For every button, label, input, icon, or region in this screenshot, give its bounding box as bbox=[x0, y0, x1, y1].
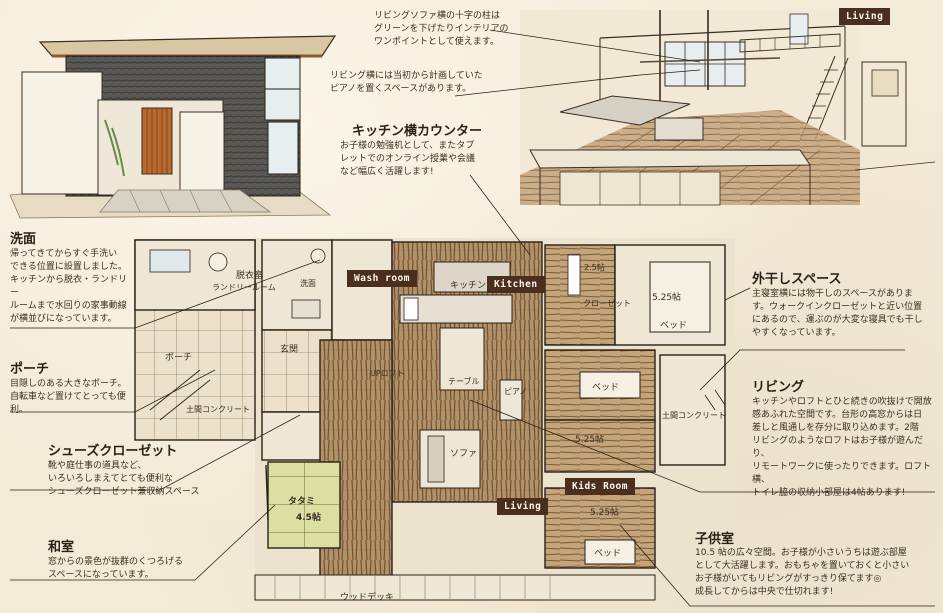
annotation-sotoboshi-desc: 主寝室横には物干しのスペースがありま す。ウォークインクローゼットと近い位置 に… bbox=[752, 289, 923, 338]
plan-label-tatami-size: 4.5帖 bbox=[296, 513, 321, 523]
plan-label-kitchen: キッチン bbox=[450, 281, 487, 291]
plan-label-closet-size: 2.5帖 bbox=[584, 263, 605, 272]
plan-label-porch: ポーチ bbox=[165, 353, 193, 363]
plan-label-bed3: ベッド bbox=[594, 549, 622, 559]
annotation-shoes-closet-title: シューズクローゼット bbox=[48, 444, 178, 459]
annotation-kitchen-counter-desc: お子様の勉強机として、またタブ レットでのオンライン授業や会議 など幅広く活躍し… bbox=[340, 141, 476, 177]
annotation-porch-title: ポーチ bbox=[10, 362, 50, 377]
annotation-kodomo-desc: 10.5 帖の広々空間。お子様が小さいうちは遊ぶ部屋 として大活躍します。おもち… bbox=[695, 548, 910, 597]
plan-label-bed1: ベッド bbox=[660, 321, 688, 331]
annotation-living-title: リビング bbox=[752, 380, 805, 395]
annotation-piano: リビング横には当初から計画していた ピアノを置くスペースがあります。 bbox=[330, 71, 483, 94]
plan-label-laundry: ランドリールーム bbox=[212, 283, 276, 292]
plan-label-doma: 土間コンクリート bbox=[186, 405, 250, 414]
plan-label-table: テーブル bbox=[448, 377, 480, 386]
floor-plan bbox=[134, 238, 735, 601]
annotation-cross-beam: リビングソファ横の十字の柱は グリーンを下げたりインテリアの ワンポイントとして… bbox=[374, 11, 509, 47]
plan-label-room-size3: 5.25帖 bbox=[590, 508, 620, 518]
tag-living-bottom: Living bbox=[497, 498, 549, 515]
plan-label-piano: ピアノ bbox=[504, 387, 528, 396]
plan-label-up-loft: UPロフト bbox=[370, 369, 405, 378]
annotation-senmen-desc: 帰ってきてからすぐ手洗い できる位置に設置しました。 キッチンから脱衣・ランドリ… bbox=[10, 249, 128, 324]
annotation-kitchen-counter-title: キッチン横カウンター bbox=[352, 124, 483, 139]
annotation-senmen-title: 洗面 bbox=[10, 232, 37, 247]
plan-label-doma2: 土間コンクリート bbox=[662, 411, 726, 420]
annotation-living-desc: キッチンやロフトとひと続きの吹抜けで開放 感あふれた空間です。台形の高窓からは日… bbox=[752, 397, 932, 498]
plan-label-datsui: 脱衣室 bbox=[236, 271, 264, 281]
tag-kids-room: Kids Room bbox=[565, 478, 635, 495]
tag-wash-room: Wash room bbox=[347, 270, 417, 287]
plan-label-genkan: 玄関 bbox=[280, 345, 299, 355]
tag-kitchen: Kitchen bbox=[487, 276, 545, 293]
annotation-kodomo-title: 子供室 bbox=[695, 532, 735, 547]
tag-living-top: Living bbox=[839, 8, 891, 25]
annotation-washitsu-title: 和室 bbox=[48, 540, 75, 555]
annotation-shoes-closet-desc: 靴や庭仕事の道具など、 いろいろしまえてとても便利な シューズクローゼット兼収納… bbox=[48, 461, 200, 497]
plan-label-lavatory: 洗面 bbox=[300, 279, 316, 288]
plan-label-sofa: ソファ bbox=[450, 449, 478, 459]
plan-label-room-size1: 5.25帖 bbox=[652, 293, 682, 303]
plan-label-room-size2: 5.25帖 bbox=[575, 435, 605, 445]
plan-label-wood-deck: ウッドデッキ bbox=[340, 593, 395, 603]
interior-sketch bbox=[520, 10, 936, 206]
plan-label-tatami: タタミ bbox=[288, 497, 316, 507]
annotation-porch-desc: 目隠しのある大きなポーチ。 自転車など置けてとっても便利。 bbox=[10, 379, 127, 415]
plan-label-wic: クローゼット bbox=[583, 299, 631, 308]
exterior-sketch bbox=[9, 35, 337, 219]
leader-lines bbox=[10, 29, 935, 607]
plan-label-bed2: ベッド bbox=[592, 383, 620, 393]
annotation-washitsu-desc: 窓からの景色が抜群のくつろげる スペースになっています。 bbox=[48, 557, 184, 580]
annotation-sotoboshi-title: 外干しスペース bbox=[752, 272, 842, 287]
